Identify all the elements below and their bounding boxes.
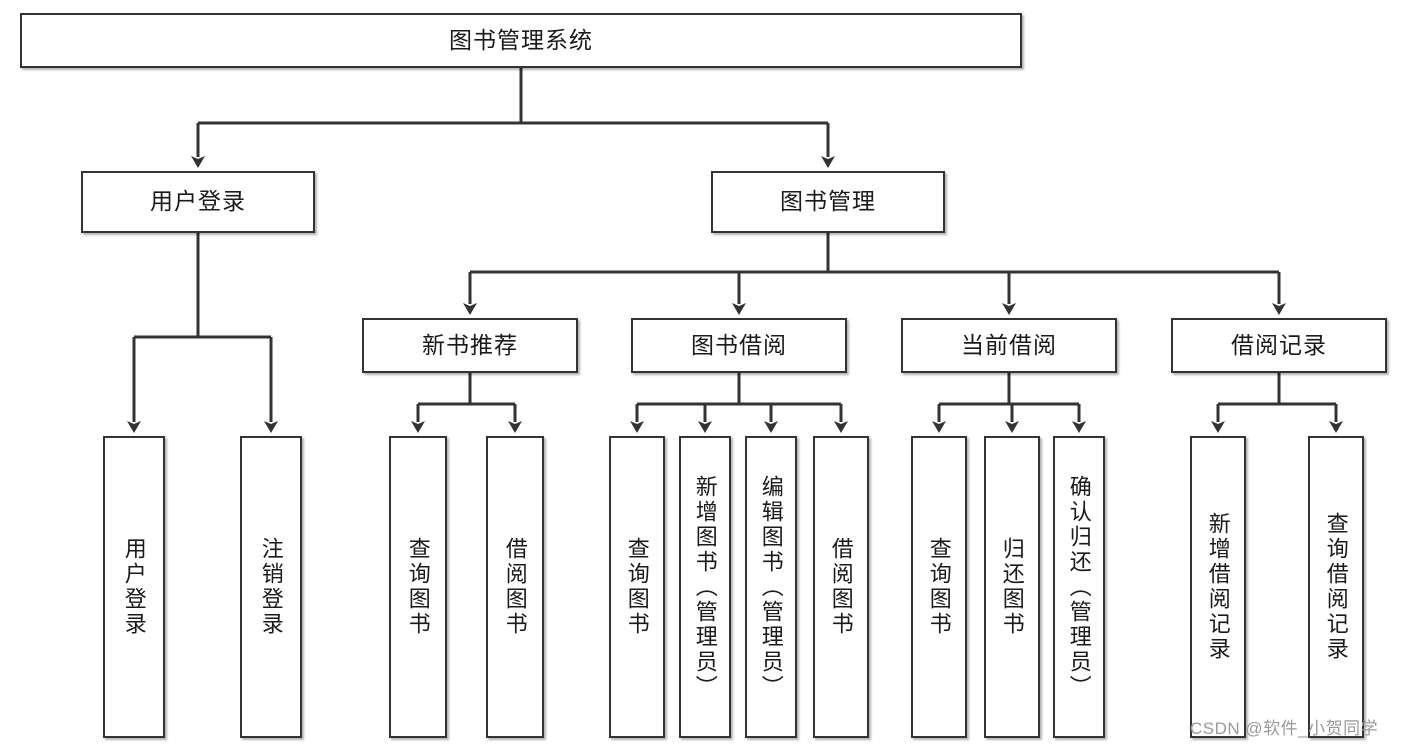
node-leaf-borrow-book-2[interactable]: 借阅图书 bbox=[813, 436, 869, 738]
node-leaf-query-record-label: 查询借阅记录 bbox=[1323, 512, 1349, 662]
node-leaf-user-logout-label: 注销登录 bbox=[258, 537, 284, 637]
node-leaf-return-book[interactable]: 归还图书 bbox=[984, 436, 1040, 738]
node-leaf-confirm-return-label: 确认归还（管理员） bbox=[1066, 474, 1092, 700]
node-borrow-record[interactable]: 借阅记录 bbox=[1171, 318, 1387, 373]
node-leaf-user-login[interactable]: 用户登录 bbox=[103, 436, 165, 738]
node-user-login-label: 用户登录 bbox=[150, 188, 246, 215]
node-user-login[interactable]: 用户登录 bbox=[81, 171, 315, 233]
node-leaf-query-book-1-label: 查询图书 bbox=[405, 537, 431, 637]
node-current-borrow-label: 当前借阅 bbox=[961, 331, 1057, 358]
node-leaf-borrow-book-1-label: 借阅图书 bbox=[502, 537, 528, 637]
node-book-borrow[interactable]: 图书借阅 bbox=[631, 318, 847, 373]
node-leaf-borrow-book-2-label: 借阅图书 bbox=[828, 537, 854, 637]
node-root-label: 图书管理系统 bbox=[449, 26, 593, 53]
node-root[interactable]: 图书管理系统 bbox=[20, 13, 1022, 68]
node-leaf-query-book-3-label: 查询图书 bbox=[926, 537, 952, 637]
node-leaf-query-book-1[interactable]: 查询图书 bbox=[389, 436, 447, 738]
node-leaf-confirm-return[interactable]: 确认归还（管理员） bbox=[1053, 436, 1105, 738]
csdn-watermark: CSDN @软件_小贺同学 bbox=[1190, 719, 1379, 738]
node-book-manage[interactable]: 图书管理 bbox=[711, 171, 945, 233]
node-leaf-add-book[interactable]: 新增图书（管理员） bbox=[679, 436, 731, 738]
node-leaf-query-book-2-label: 查询图书 bbox=[624, 537, 650, 637]
node-leaf-add-record-label: 新增借阅记录 bbox=[1205, 512, 1231, 662]
node-leaf-add-book-label: 新增图书（管理员） bbox=[692, 474, 718, 700]
node-leaf-query-book-2[interactable]: 查询图书 bbox=[609, 436, 665, 738]
node-leaf-borrow-book-1[interactable]: 借阅图书 bbox=[486, 436, 544, 738]
node-book-borrow-label: 图书借阅 bbox=[691, 331, 787, 358]
node-leaf-return-book-label: 归还图书 bbox=[999, 537, 1025, 637]
node-leaf-add-record[interactable]: 新增借阅记录 bbox=[1190, 436, 1246, 738]
node-leaf-user-logout[interactable]: 注销登录 bbox=[240, 436, 302, 738]
node-leaf-query-record[interactable]: 查询借阅记录 bbox=[1308, 436, 1364, 738]
node-leaf-query-book-3[interactable]: 查询图书 bbox=[911, 436, 967, 738]
node-leaf-edit-book-label: 编辑图书（管理员） bbox=[758, 474, 784, 700]
node-book-manage-label: 图书管理 bbox=[780, 188, 876, 215]
node-current-borrow[interactable]: 当前借阅 bbox=[901, 318, 1117, 373]
node-new-book-recommend[interactable]: 新书推荐 bbox=[362, 318, 578, 373]
node-leaf-edit-book[interactable]: 编辑图书（管理员） bbox=[745, 436, 797, 738]
node-new-book-recommend-label: 新书推荐 bbox=[422, 331, 518, 358]
node-leaf-user-login-label: 用户登录 bbox=[121, 537, 147, 637]
node-borrow-record-label: 借阅记录 bbox=[1231, 331, 1327, 358]
